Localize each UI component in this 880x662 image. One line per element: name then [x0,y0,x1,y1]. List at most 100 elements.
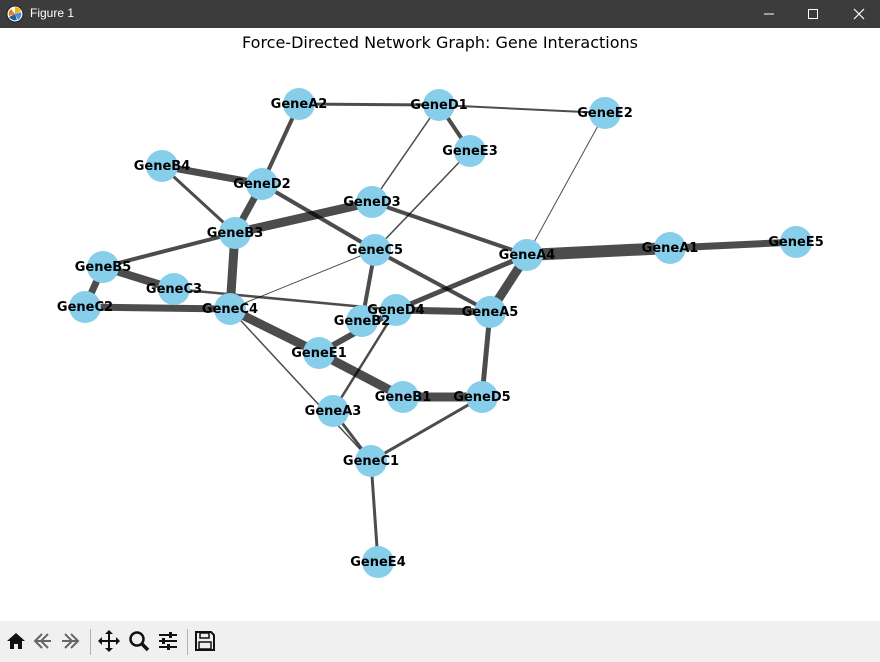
node-label-GeneA3: GeneA3 [305,404,362,419]
node-GeneA1 [654,232,686,264]
matplotlib-logo-icon [6,5,24,23]
navigation-toolbar [0,621,880,662]
node-layer [69,88,812,578]
edge-GeneC5-GeneC4 [229,249,376,310]
minimize-button[interactable] [746,0,792,28]
close-button[interactable] [836,0,880,28]
edge-layer [81,102,797,563]
window-titlebar: Figure 1 [0,0,880,28]
figure-title: Force-Directed Network Graph: Gene Inter… [242,33,638,52]
edge-GeneC1-GeneE4 [369,460,380,563]
node-GeneE5 [780,226,812,258]
maximize-icon [808,9,818,19]
pan-icon [98,630,120,652]
node-GeneE2 [589,97,621,129]
edge-GeneA2-GeneD1 [298,102,440,107]
node-GeneE4 [362,546,394,578]
node-GeneA3 [317,395,349,427]
toolbar-separator [187,629,188,655]
edge-GeneE3-GeneC5 [374,150,471,251]
zoom-button[interactable] [125,627,153,655]
forward-arrow-icon [62,633,80,649]
node-label-GeneA4: GeneA4 [499,248,556,263]
edge-GeneD1-GeneD3 [371,104,440,203]
toolbar-separator [90,629,91,655]
node-label-GeneD5: GeneD5 [453,390,510,405]
edge-GeneA4-GeneA1 [526,242,671,261]
edge-GeneD3-GeneB3 [234,197,373,238]
node-GeneA2 [283,88,315,120]
node-label-GeneD3: GeneD3 [343,195,400,210]
node-label-GeneC3: GeneC3 [146,282,202,297]
edge-GeneC4-GeneC1 [229,308,372,462]
save-icon [195,631,215,651]
node-label-GeneC2: GeneC2 [57,300,113,315]
edge-GeneD3-GeneA4 [371,200,528,257]
home-button[interactable] [2,627,30,655]
node-label-GeneB1: GeneB1 [375,390,432,405]
node-GeneA4 [511,239,543,271]
node-GeneD3 [356,186,388,218]
node-label-GeneE2: GeneE2 [577,106,633,121]
configure-subplots-button[interactable] [154,627,182,655]
node-label-GeneD2: GeneD2 [233,177,290,192]
node-label-GeneC4: GeneC4 [202,302,258,317]
maximize-button[interactable] [790,0,836,28]
back-arrow-icon [33,633,51,649]
minimize-icon [764,13,774,15]
node-label-GeneC1: GeneC1 [343,454,399,469]
node-GeneC3 [158,273,190,305]
node-GeneB5 [87,251,119,283]
node-GeneE1 [303,337,335,369]
node-GeneA5 [474,296,506,328]
node-label-GeneE1: GeneE1 [291,346,347,361]
pan-button[interactable] [95,627,123,655]
node-GeneD4 [380,294,412,326]
node-label-GeneD1: GeneD1 [410,98,467,113]
node-GeneB2 [346,305,378,337]
node-GeneC2 [69,291,101,323]
configure-subplots-icon [159,632,177,650]
edge-GeneD1-GeneE2 [438,104,606,114]
node-label-GeneB5: GeneB5 [75,260,132,275]
node-label-GeneD4: GeneD4 [367,303,424,318]
node-GeneC1 [355,445,387,477]
edge-GeneD4-GeneA3 [331,309,398,412]
node-label-GeneE5: GeneE5 [768,235,824,250]
close-icon [853,8,865,20]
figure-canvas[interactable]: Force-Directed Network Graph: Gene Inter… [0,28,880,621]
forward-button[interactable] [56,627,84,655]
node-label-GeneE4: GeneE4 [350,555,406,570]
edge-GeneC5-GeneA5 [374,248,491,314]
node-GeneC5 [359,234,391,266]
node-label-GeneB4: GeneB4 [134,159,191,174]
label-layer: GeneA2 GeneD1GeneE2GeneE3GeneB4GeneD2Gene… [57,97,824,570]
window-title: Figure 1 [30,6,75,20]
edge-GeneC4-GeneE1 [228,304,321,358]
node-GeneB4 [146,150,178,182]
node-label-GeneB3: GeneB3 [207,226,264,241]
node-GeneD1 [423,89,455,121]
node-label-GeneA1: GeneA1 [642,241,699,256]
node-GeneB1 [387,381,419,413]
edge-GeneA1-GeneE5 [669,238,797,252]
back-button[interactable] [29,627,57,655]
edge-GeneC2-GeneC4 [84,303,231,313]
node-label-GeneA2: GeneA2 [271,97,328,112]
node-GeneB3 [219,217,251,249]
edge-GeneE2-GeneA4 [526,112,606,256]
node-label-GeneE3: GeneE3 [442,144,498,159]
node-label-GeneB2: GeneB2 [334,314,391,329]
node-GeneC4 [214,293,246,325]
node-GeneD5 [466,381,498,413]
edge-GeneB4-GeneD2 [161,162,263,188]
edge-GeneD5-GeneC1 [370,395,483,463]
save-button[interactable] [191,627,219,655]
home-icon [7,633,25,649]
network-graph: Force-Directed Network Graph: Gene Inter… [57,33,824,578]
node-label-GeneA5: GeneA5 [462,305,519,320]
edge-GeneB4-GeneB3 [160,164,237,235]
zoom-icon [129,631,150,652]
node-GeneD2 [246,168,278,200]
node-GeneE3 [454,135,486,167]
